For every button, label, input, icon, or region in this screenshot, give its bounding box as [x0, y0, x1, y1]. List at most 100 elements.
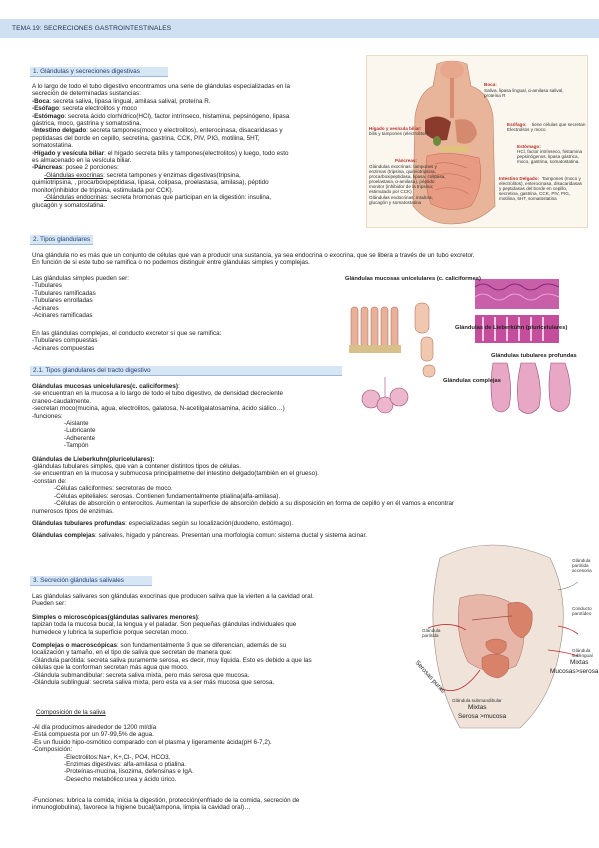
label-mucosas-unicelulares: Glándulas mucosas unicelulares (c. calic…	[345, 276, 481, 282]
label-estomago: Estómago:	[517, 144, 541, 149]
text-line: -Esófago: secreta electrolitos y moco	[32, 105, 137, 113]
torso-illustration	[412, 60, 496, 225]
text-line: -Tubulares ramificadas	[32, 289, 96, 297]
text-line: -Funciones: lubrica la comida, inicia la…	[32, 797, 300, 804]
text-line: -funciones:	[32, 412, 63, 420]
label-text: Saliva, lipasa lingual, α-amilasa saliva…	[484, 88, 564, 93]
label-mucosas-serosa: Mucosas>serosa	[550, 668, 599, 675]
section-2-heading: 2. Tipos glandulares	[30, 235, 94, 246]
label-text: pepsinógenos, lipasa gástrica,	[517, 154, 579, 159]
section-title: 2. Tipos glandulares	[30, 235, 94, 246]
text-line: -Al día producimos alrededor de 1200 ml/…	[32, 724, 157, 731]
label-text: accesoria	[572, 568, 592, 573]
complex-glands-list: En las glándulas complejas, el conducto …	[32, 330, 221, 352]
text-line: Glándulas tubulares profundas: especiali…	[32, 519, 294, 527]
label-text: sublingual	[572, 653, 593, 658]
text-line: peptidasas del borde en cepillo, secreti…	[32, 134, 260, 142]
label-text: enzimas (tripsina, quimiotripsina,	[369, 169, 436, 174]
text-line: Las glándulas simples pueden ser:	[32, 275, 129, 282]
text-line: tapizan toda la mucosa bucal, la lengua …	[32, 621, 297, 629]
text-line: -Electrolitos:Na+, K+,Cl-, PO4, HCO3.	[64, 753, 171, 761]
label-text: Tampones (moco y	[542, 176, 581, 181]
label-higado: Hígado y vesícula biliar:	[369, 126, 422, 131]
label-text: moco, gastrina, somatostatina.	[517, 159, 580, 164]
text-line: células que la conforman secretan más ag…	[32, 664, 189, 672]
label-text: parótida	[572, 563, 589, 568]
text-line: -Lubricante	[64, 427, 96, 435]
label-mixtas: Mixtas	[468, 704, 487, 711]
label-pancreas: Páncreas:	[395, 158, 417, 163]
label-serosa-mucosa: Serosa >mucosa	[458, 713, 507, 720]
label-submandibular: Glándula submandibular	[452, 698, 502, 703]
text-line: -glándulas tubulares simples, que van a …	[32, 463, 241, 471]
section-1-heading: 1. Glándulas y secreciones digestivas	[30, 67, 168, 78]
text-line: -Estómago: secreta ácido clorhídrico(HCl…	[32, 112, 290, 120]
text-line: inmunoglobulina), favorece la higiene bu…	[32, 804, 251, 812]
label-conducto-parotideo: Conducto	[572, 606, 592, 611]
text-line: monitor(inhibidor de tripsina, estimulad…	[32, 186, 174, 194]
label-text: parotídeo	[572, 611, 592, 616]
text-line: Glándulas de Lieberkuhn(pluricelulares):	[32, 455, 155, 463]
label-text: secretina, gastrina, CCK, PIV, PIG,	[499, 191, 571, 196]
text-line: -Proteínas-mucina, lisozima, defensinas …	[64, 768, 194, 776]
section-title: 3. Secreción glándulas salivales	[30, 576, 152, 587]
label-mixtas: Mixtas	[570, 659, 589, 666]
text-line: -Adherente	[64, 434, 96, 442]
label-text: HCl, factor intrínseco, histamina	[517, 149, 583, 154]
text-line: -Glándula parótida: secreta saliva puram…	[32, 656, 312, 664]
saliva-composition-list: -Al día producimos alrededor de 1200 ml/…	[32, 724, 412, 783]
text-line: Glándulas complejas: salivales, hígado y…	[32, 532, 367, 540]
text-line: Complejas o macroscópicas: son fundament…	[32, 642, 287, 650]
saliva-composition-title: Composición de la saliva	[36, 709, 106, 716]
section-2-1-body: Glándulas mucosas unicelulares(c. calici…	[32, 383, 592, 540]
section-3-body: Las glándulas salivares son glándulas ex…	[32, 593, 412, 686]
section-2-body: Una glándula no es más que un conjunto d…	[32, 252, 592, 267]
label-text: proelastasa, α-amilasa), péptido	[369, 179, 435, 184]
text-line: -Células caliciformes: secretoras de moc…	[54, 485, 173, 493]
text-line: -Glándula submandibular: secreta saliva …	[32, 671, 250, 679]
label-esofago: Esófago:	[507, 122, 527, 127]
text-line: -Tubulares enrolladas	[32, 297, 93, 305]
text-line: -Páncreas: posee 2 porciones:	[32, 164, 119, 172]
label-text: monitor (inhibidor de la tripsina;	[369, 184, 434, 189]
text-line: -Es un fluuido hipo-osmótico comparado c…	[32, 738, 272, 746]
text-line: craneo-caudalmente.	[32, 397, 92, 405]
digestive-system-figure: Boca: Saliva, lipasa lingual, α-amilasa …	[366, 55, 588, 228]
text-line: En las glándulas complejas, el conducto …	[32, 330, 222, 337]
label-text: procarboxipeptidasa, lipasa, colipasa,	[369, 174, 446, 179]
text-line: secreción de determinadas sustancias:	[32, 90, 141, 98]
text-line: En función de si este tubo se ramifica o…	[32, 259, 310, 267]
label-text: tiene células que secretan	[532, 122, 586, 127]
label-text: motilina, 5HT, somatostatina	[499, 196, 557, 201]
section-title: 1. Glándulas y secreciones digestivas	[30, 67, 168, 78]
text-line: -Glándula sublingual: secreta saliva mix…	[32, 679, 275, 687]
text-line: -Composición:	[32, 746, 73, 754]
gland-types-figure: Glándulas mucosas unicelulares (c. calic…	[343, 276, 593, 427]
text-line: -Acinares compuestas	[32, 344, 95, 352]
text-line: quimiotripsina, , procarboxipeptidasa, l…	[32, 179, 269, 187]
label-lieberkuhn: Glándulas de Lieberkühn (pluricelulares)	[455, 325, 568, 331]
text-line: -Enzimas digestivas: alfa-amilasa o ptia…	[64, 761, 187, 769]
salivary-glands-figure: Glándula parótida accesoria Conducto par…	[414, 538, 599, 736]
label-tubulares-profundas: Glándulas tubulares profundas	[491, 353, 577, 359]
text-line: -se encuentran en la mucosa a lo largo d…	[32, 390, 283, 398]
label-text: y peptidasas del borde en cepillo,	[499, 186, 568, 191]
text-line: A lo largo de todo el tubo digestivo enc…	[32, 83, 290, 90]
saliva-functions: -Funciones: lubrica la comida, inicia la…	[32, 797, 432, 812]
text-line: Una glándula no es más que un conjunto d…	[32, 252, 475, 259]
section-3-heading: 3. Secreción glándulas salivales	[30, 576, 152, 587]
text-line: -Células epiteliales: serosas. Contienen…	[54, 492, 281, 500]
text-line: humedece y lubrica la superficie porque …	[32, 628, 189, 636]
text-line: -Hígado y vesícula biliar: el hígado sec…	[32, 149, 289, 157]
text-line: Glándulas mucosas unicelulares(c. calici…	[32, 383, 180, 390]
text-line: es almacenado en la vesícula biliar.	[32, 157, 132, 165]
text-line: -secretan moco(mucina, agua, electrolito…	[32, 405, 285, 413]
label-intestino: Intestino Delgado:	[499, 176, 540, 181]
section-2-1-heading: 2.1. Tipos glandulares del tracto digest…	[30, 366, 342, 377]
text-line: -Células de absorción o enterocitos. Aum…	[54, 500, 455, 508]
label-text: Glándulas endocrinas: insulina,	[369, 195, 433, 200]
page-title: TEMA 19: SECRECIONES GASTROINTESTINALES	[12, 25, 172, 32]
text-line: -Está compuesta por un 97-99,5% de agua.	[32, 731, 154, 739]
label-complejas: Glándulas complejas	[443, 378, 501, 384]
text-line: numerosos tipos de enzimas.	[32, 507, 114, 515]
